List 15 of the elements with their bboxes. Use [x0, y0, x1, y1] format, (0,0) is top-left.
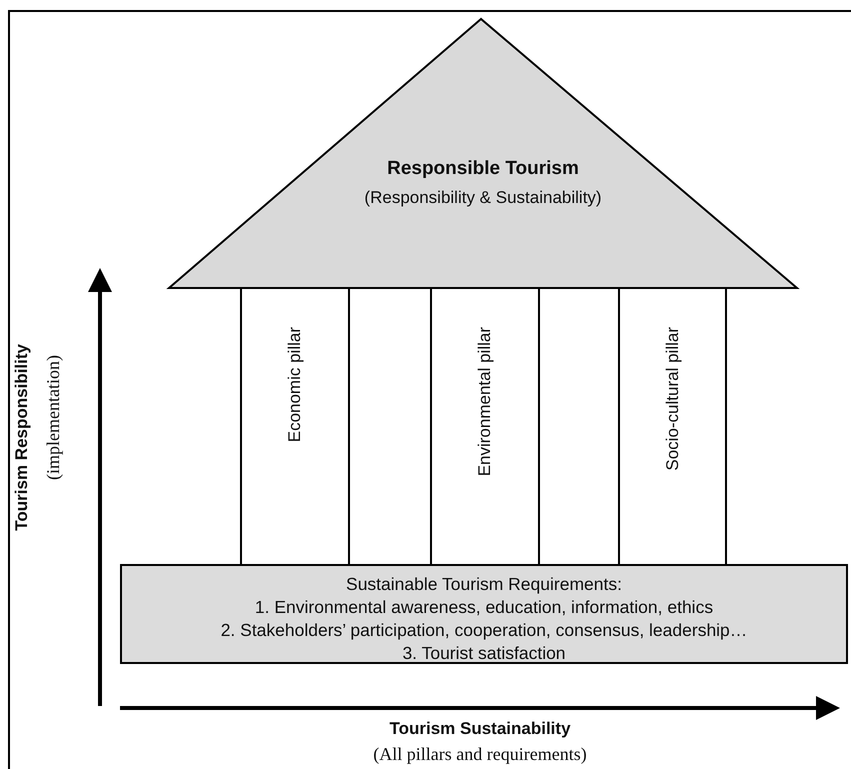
requirements-heading: Sustainable Tourism Requirements:	[346, 573, 622, 596]
requirement-item: 2. Stakeholders’ participation, cooperation, consensus, leadership…	[220, 619, 748, 642]
requirement-item: 3. Tourist satisfaction	[402, 642, 566, 665]
axis-title: Tourism Sustainability	[389, 719, 571, 738]
pillar-label: Environmental pillar	[475, 327, 495, 476]
requirement-item: 1. Environmental awareness, education, information, ethics	[254, 596, 714, 619]
requirements-box	[120, 564, 848, 664]
roof-title: Responsible Tourism	[387, 158, 579, 180]
axis-subtitle: (All pillars and requirements)	[373, 744, 587, 764]
axis-subtitle: (implementation)	[43, 355, 64, 480]
pillar-label: Socio-cultural pillar	[662, 327, 682, 471]
pillar-box	[618, 289, 727, 564]
roof-subtitle: (Responsibility & Sustainability)	[364, 188, 602, 208]
axis-title: Tourism Responsibility	[12, 344, 32, 531]
pillar-label: Economic pillar	[285, 327, 305, 442]
